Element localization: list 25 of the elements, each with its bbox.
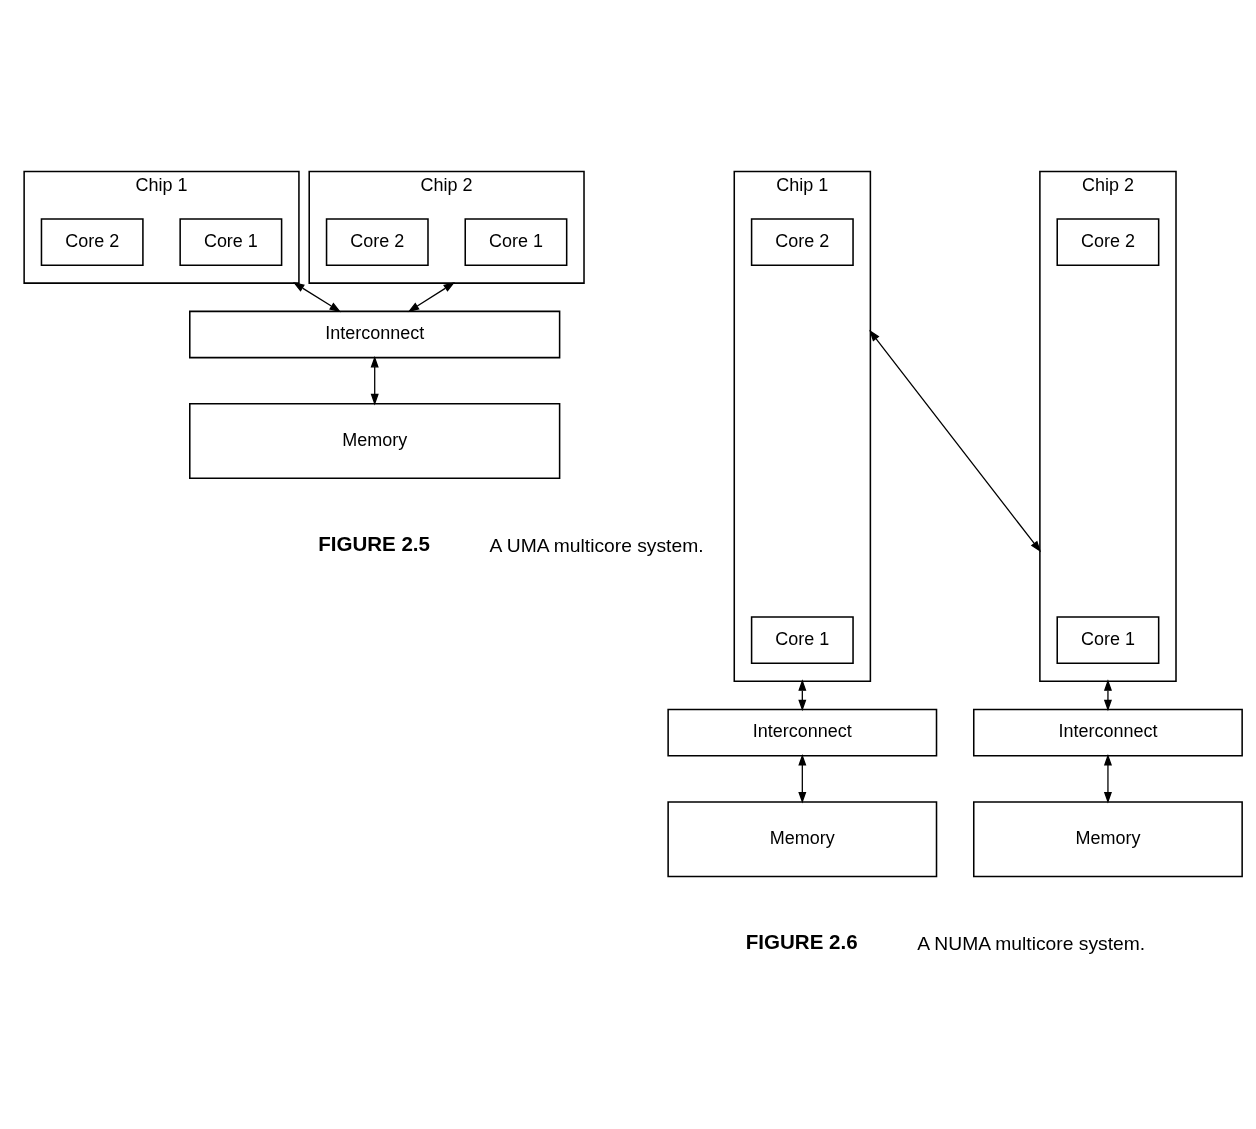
node-box: Core 1 [464, 217, 568, 266]
node-box: Core 1 [179, 217, 283, 266]
node-box: Core 2 [750, 217, 854, 266]
label: FIGURE 2.6 [745, 929, 858, 953]
arrow [869, 329, 1042, 552]
node-box: Interconnect [189, 310, 561, 358]
node-box: Core 2 [325, 217, 429, 266]
node-box: Core 2 [40, 217, 144, 266]
node-box: Memory [973, 800, 1243, 877]
node-box: Interconnect [667, 708, 938, 756]
arrow [407, 281, 456, 312]
label: FIGURE 2.5 [318, 531, 431, 555]
node-box: Interconnect [973, 708, 1243, 756]
arrow [1103, 678, 1112, 711]
node-box: Core 1 [750, 615, 854, 664]
arrow [292, 281, 342, 312]
node-box: Core 2 [1056, 217, 1160, 266]
node-box: Memory [189, 402, 561, 479]
label: A NUMA multicore system. [917, 932, 1146, 954]
label: A UMA multicore system. [489, 534, 704, 556]
arrow [798, 753, 807, 803]
arrow [1103, 753, 1112, 803]
node-box: Memory [667, 800, 938, 877]
arrow [370, 355, 379, 405]
node-box: Core 1 [1056, 615, 1160, 664]
